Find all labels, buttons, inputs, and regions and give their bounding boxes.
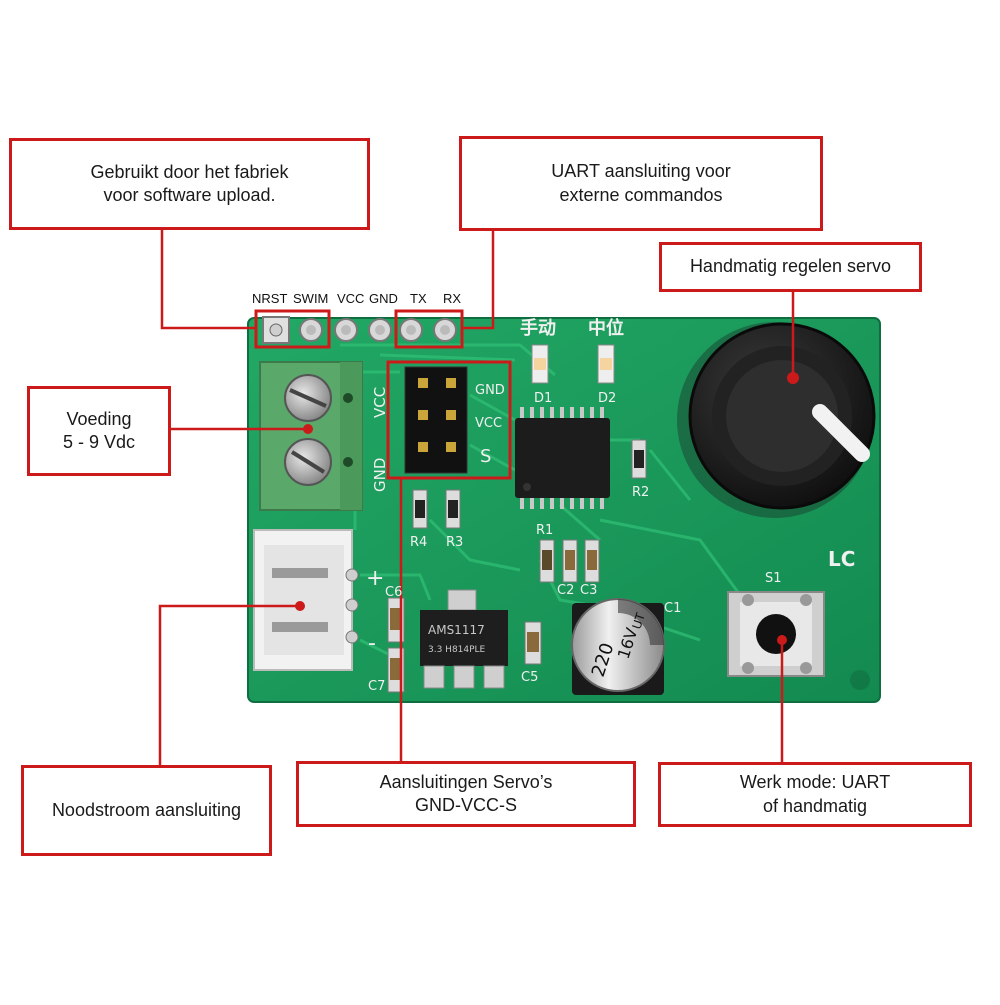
pin-label-rx: RX [443, 291, 462, 306]
callout-emergency-power-text: Noodstroom aansluiting [51, 799, 242, 820]
screw-terminal [259, 361, 363, 511]
regulator-sublabel: 3.3 H814PLE [428, 645, 486, 655]
ic-chip [515, 407, 610, 509]
line-emergency [158, 604, 300, 767]
callout-manual-servo: Handmatig regelen servo [659, 242, 922, 292]
silk-c7: C7 [368, 679, 385, 694]
line-uart [462, 230, 495, 330]
potentiometer-knob [677, 322, 876, 518]
callout-emergency-power: Noodstroom aansluiting [21, 765, 272, 856]
silk-r4: R4 [410, 535, 427, 550]
line-factory [160, 230, 256, 330]
highlight-servo-header [386, 360, 512, 480]
tactile-switch [727, 591, 825, 677]
callout-power: Voeding 5 - 9 Vdc [27, 386, 171, 476]
pin-label-gnd: GND [369, 291, 398, 306]
callout-work-mode-text: Werk mode: UART of handmatig [739, 772, 891, 816]
silk-servo-gnd: GND [475, 383, 505, 398]
pin-label-vcc: VCC [337, 291, 365, 306]
silk-c6: C6 [385, 585, 402, 600]
regulator-label: AMS1117 [428, 623, 485, 637]
silk-d2: D2 [598, 391, 616, 406]
silk-lc: LC [828, 547, 855, 571]
silk-s1: S1 [765, 571, 782, 586]
silk-c1: C1 [664, 601, 681, 616]
silk-c5: C5 [521, 670, 538, 685]
electrolytic-capacitor [571, 598, 665, 695]
programming-header [262, 316, 457, 344]
pin-label-swim: SWIM [293, 291, 329, 306]
resistors [387, 439, 647, 693]
callout-work-mode: Werk mode: UART of handmatig [658, 762, 972, 827]
callout-power-text: Voeding 5 - 9 Vdc [62, 408, 136, 452]
silk-r3: R3 [446, 535, 463, 550]
led-d2 [597, 344, 615, 384]
voltage-regulator [420, 589, 508, 689]
silk-manual-cn: 手动 [520, 317, 556, 339]
callout-servo-connections: Aansluitingen Servo’s GND-VCC-S [296, 761, 636, 827]
callout-factory-upload-text: Gebruikt door het fabriek voor software … [90, 161, 289, 205]
pin-label-nrst: NRST [252, 291, 288, 306]
silk-servo-s: S [480, 446, 491, 467]
silk-servo-vcc: VCC [475, 416, 502, 431]
silk-minus: - [368, 631, 376, 656]
callout-servo-connections-text: Aansluitingen Servo’s GND-VCC-S [379, 771, 553, 815]
silk-r1: R1 [536, 523, 553, 538]
silk-r2: R2 [632, 485, 649, 500]
cap-series: UT [630, 611, 649, 631]
callout-uart: UART aansluiting voor externe commandos [459, 136, 823, 231]
led-d1 [531, 344, 549, 384]
silk-center-cn: 中位 [588, 317, 624, 339]
callout-factory-upload: Gebruikt door het fabriek voor software … [9, 138, 370, 230]
jst-connector [253, 529, 359, 671]
silk-c3: C3 [580, 583, 597, 598]
silk-plus: + [366, 566, 384, 591]
silk-c2: C2 [557, 583, 574, 598]
silk-gnd: GND [371, 458, 389, 492]
callout-uart-text: UART aansluiting voor externe commandos [551, 161, 731, 205]
silk-vcc: VCC [371, 387, 389, 418]
servo-header [404, 366, 468, 474]
pin-label-tx: TX [410, 291, 427, 306]
callout-manual-servo-text: Handmatig regelen servo [689, 256, 892, 277]
silk-d1: D1 [534, 391, 552, 406]
